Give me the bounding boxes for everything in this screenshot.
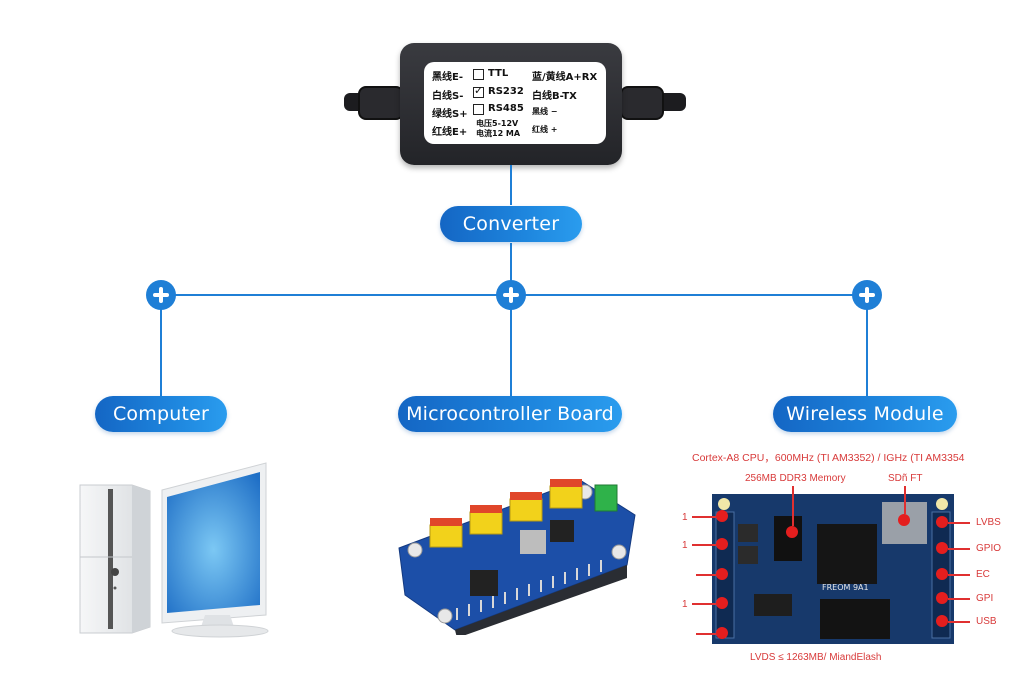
pin-marker — [936, 568, 948, 580]
sd-label: SDñ FT — [888, 473, 923, 484]
option-ttl: TTL — [488, 68, 509, 79]
wire-label: 绿线S+ — [432, 109, 468, 120]
leader-line — [948, 522, 970, 524]
memory-label: 256MB DDR3 Memory — [745, 473, 846, 484]
connector-line — [160, 300, 162, 397]
left-pin-label: 1 — [682, 512, 688, 523]
plus-icon[interactable] — [496, 280, 526, 310]
converter-label: 黑线E- 白线S- 绿线S+ 红线E+ TTL ✓ RS232 RS485 电压… — [424, 62, 606, 144]
connector-line — [510, 165, 512, 205]
pin-marker — [936, 615, 948, 627]
pin-marker — [936, 592, 948, 604]
leader-line — [948, 621, 970, 623]
wire-label: 蓝/黄线A+RX — [532, 72, 598, 83]
connector-line — [866, 300, 868, 397]
leader-line — [948, 574, 970, 576]
check-mark-icon: ✓ — [474, 84, 484, 97]
wire-label: 红线E+ — [432, 127, 468, 138]
leader-line — [692, 544, 716, 546]
right-pin-label: GPI — [976, 593, 994, 604]
pin-marker — [936, 542, 948, 554]
converter-pill: Converter — [440, 206, 582, 242]
leader-line — [696, 633, 716, 635]
connector-line — [510, 300, 512, 397]
left-strain-relief — [358, 86, 404, 120]
bottom-caption: LVDS ≤ 1263MB/ MiandElash — [750, 652, 882, 663]
right-pin-label: USB — [976, 616, 997, 627]
computer-pill: Computer — [95, 396, 227, 432]
wire-label: 白线B-TX — [532, 91, 577, 102]
leader-line — [692, 603, 716, 605]
option-rs232: RS232 — [488, 86, 524, 97]
left-pin-label: 1 — [682, 599, 688, 610]
wire-label: 白线S- — [432, 91, 464, 102]
pin-marker — [716, 597, 728, 609]
rs232-checkbox: ✓ — [473, 84, 484, 98]
pin-marker — [716, 627, 728, 639]
chip-marking: FREOM 9A1 — [822, 583, 869, 592]
wire-label: 黑线 − — [532, 107, 558, 116]
wire-label: 红线 + — [532, 125, 558, 134]
memory-leader-line — [792, 486, 794, 526]
pin-marker — [716, 568, 728, 580]
leader-line — [948, 598, 970, 600]
pin-marker — [716, 510, 728, 522]
right-pin-label: LVBS — [976, 517, 1001, 528]
leader-line — [696, 574, 716, 576]
right-pin-label: EC — [976, 569, 990, 580]
right-strain-relief — [620, 86, 664, 120]
right-pin-label: GPIO — [976, 543, 1002, 554]
option-rs485: RS485 — [488, 103, 524, 114]
voltage-spec: 电压5-12V — [476, 119, 519, 128]
sd-leader-line — [904, 486, 906, 514]
current-spec: 电流12 MA — [476, 129, 521, 138]
cpu-caption: Cortex-A8 CPU，600MHz (TI AM3352) / IGHz … — [692, 452, 965, 464]
wire-label: 黑线E- — [432, 72, 463, 83]
plus-icon[interactable] — [852, 280, 882, 310]
leader-line — [948, 548, 970, 550]
plus-icon[interactable] — [146, 280, 176, 310]
microcontroller-board-icon — [398, 479, 636, 635]
sd-marker — [898, 514, 910, 526]
ttl-checkbox — [473, 69, 484, 80]
pin-marker — [716, 538, 728, 550]
memory-marker — [786, 526, 798, 538]
wireless-pill: Wireless Module — [773, 396, 957, 432]
left-pin-label: 1 — [682, 540, 688, 551]
wireless-board-icon: FREOM 9A1 — [712, 494, 954, 644]
pin-marker — [936, 516, 948, 528]
connector-line — [510, 243, 512, 281]
rs485-checkbox — [473, 104, 484, 115]
microcontroller-pill: Microcontroller Board — [398, 396, 622, 432]
leader-line — [692, 516, 716, 518]
computer-icon — [79, 462, 269, 638]
